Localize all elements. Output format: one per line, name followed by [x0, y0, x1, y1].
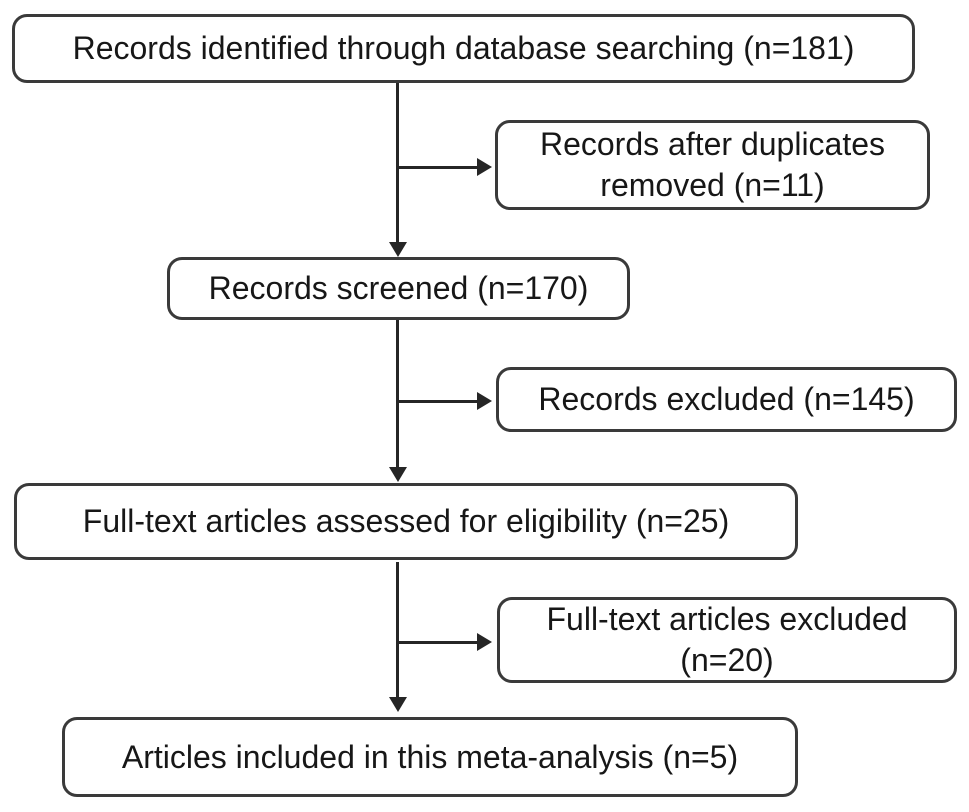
- flow-box-label: Full-text articles assessed for eligibil…: [82, 503, 730, 540]
- flow-box-label: Records after duplicates removed (n=11): [539, 126, 886, 203]
- flow-box-articles-included: Articles included in this meta-analysis …: [62, 717, 798, 797]
- connector-line-identified-to-screened: [396, 83, 399, 242]
- flow-box-label: Records screened (n=170): [208, 270, 589, 307]
- arrow-down-icon: [389, 697, 407, 712]
- flow-box-fulltext-assessed: Full-text articles assessed for eligibil…: [14, 483, 798, 560]
- arrow-right-icon: [477, 392, 492, 410]
- flow-box-label: Records identified through database sear…: [72, 30, 855, 67]
- flow-box-duplicates-removed: Records after duplicates removed (n=11): [495, 120, 930, 210]
- connector-line-fulltext-to-included: [396, 562, 399, 698]
- connector-line-to-records-excluded: [397, 400, 477, 403]
- connector-line-to-duplicates-removed: [397, 166, 477, 169]
- arrow-down-icon: [389, 242, 407, 257]
- arrow-right-icon: [477, 633, 492, 651]
- arrow-right-icon: [477, 158, 492, 176]
- flow-box-label: Full-text articles excluded (n=20): [546, 601, 908, 678]
- connector-line-to-fulltext-excluded: [397, 641, 477, 644]
- flow-box-records-identified: Records identified through database sear…: [12, 14, 915, 83]
- flow-box-label: Records excluded (n=145): [538, 381, 915, 418]
- flow-box-records-screened: Records screened (n=170): [167, 257, 630, 320]
- connector-line-screened-to-fulltext: [396, 320, 399, 468]
- flow-box-fulltext-excluded: Full-text articles excluded (n=20): [497, 597, 957, 683]
- flow-box-records-excluded: Records excluded (n=145): [496, 367, 957, 432]
- flow-box-label: Articles included in this meta-analysis …: [121, 738, 739, 775]
- arrow-down-icon: [389, 467, 407, 482]
